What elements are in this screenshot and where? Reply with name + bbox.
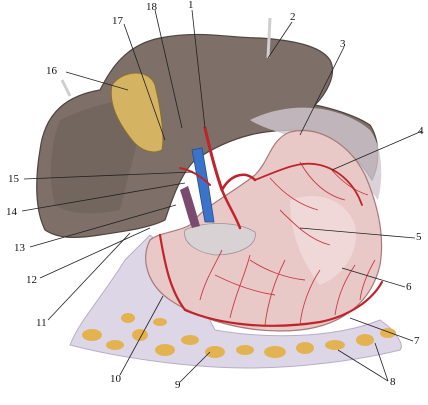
label-7: 7: [414, 335, 420, 347]
stomach-highlight: [290, 196, 356, 285]
gallbladder: [110, 72, 164, 153]
leader-lines: [21, 9, 423, 383]
caudate-dark: [180, 186, 200, 228]
label-15: 15: [8, 173, 19, 185]
label-14: 14: [6, 206, 17, 218]
label-1: 1: [188, 0, 194, 11]
label-9: 9: [175, 379, 181, 391]
omental-fat: [82, 313, 396, 358]
label-4: 4: [418, 125, 424, 137]
label-13: 13: [14, 242, 25, 254]
label-2: 2: [290, 11, 296, 23]
label-5: 5: [416, 231, 422, 243]
stomach-vessel-branches: [199, 161, 376, 326]
lesser-curvature-tissue: [250, 107, 382, 200]
label-6: 6: [406, 281, 412, 293]
label-12: 12: [26, 274, 37, 286]
label-10: 10: [110, 373, 121, 385]
label-3: 3: [340, 38, 346, 50]
label-17: 17: [112, 15, 123, 27]
retractor-pin-left: [60, 79, 72, 97]
pancreas-area: [184, 223, 256, 256]
label-18: 18: [146, 1, 157, 13]
label-11: 11: [36, 317, 47, 329]
label-16: 16: [46, 65, 57, 77]
portal-vein: [191, 147, 215, 223]
label-8: 8: [390, 376, 396, 388]
retractor-pin-right: [266, 17, 272, 59]
